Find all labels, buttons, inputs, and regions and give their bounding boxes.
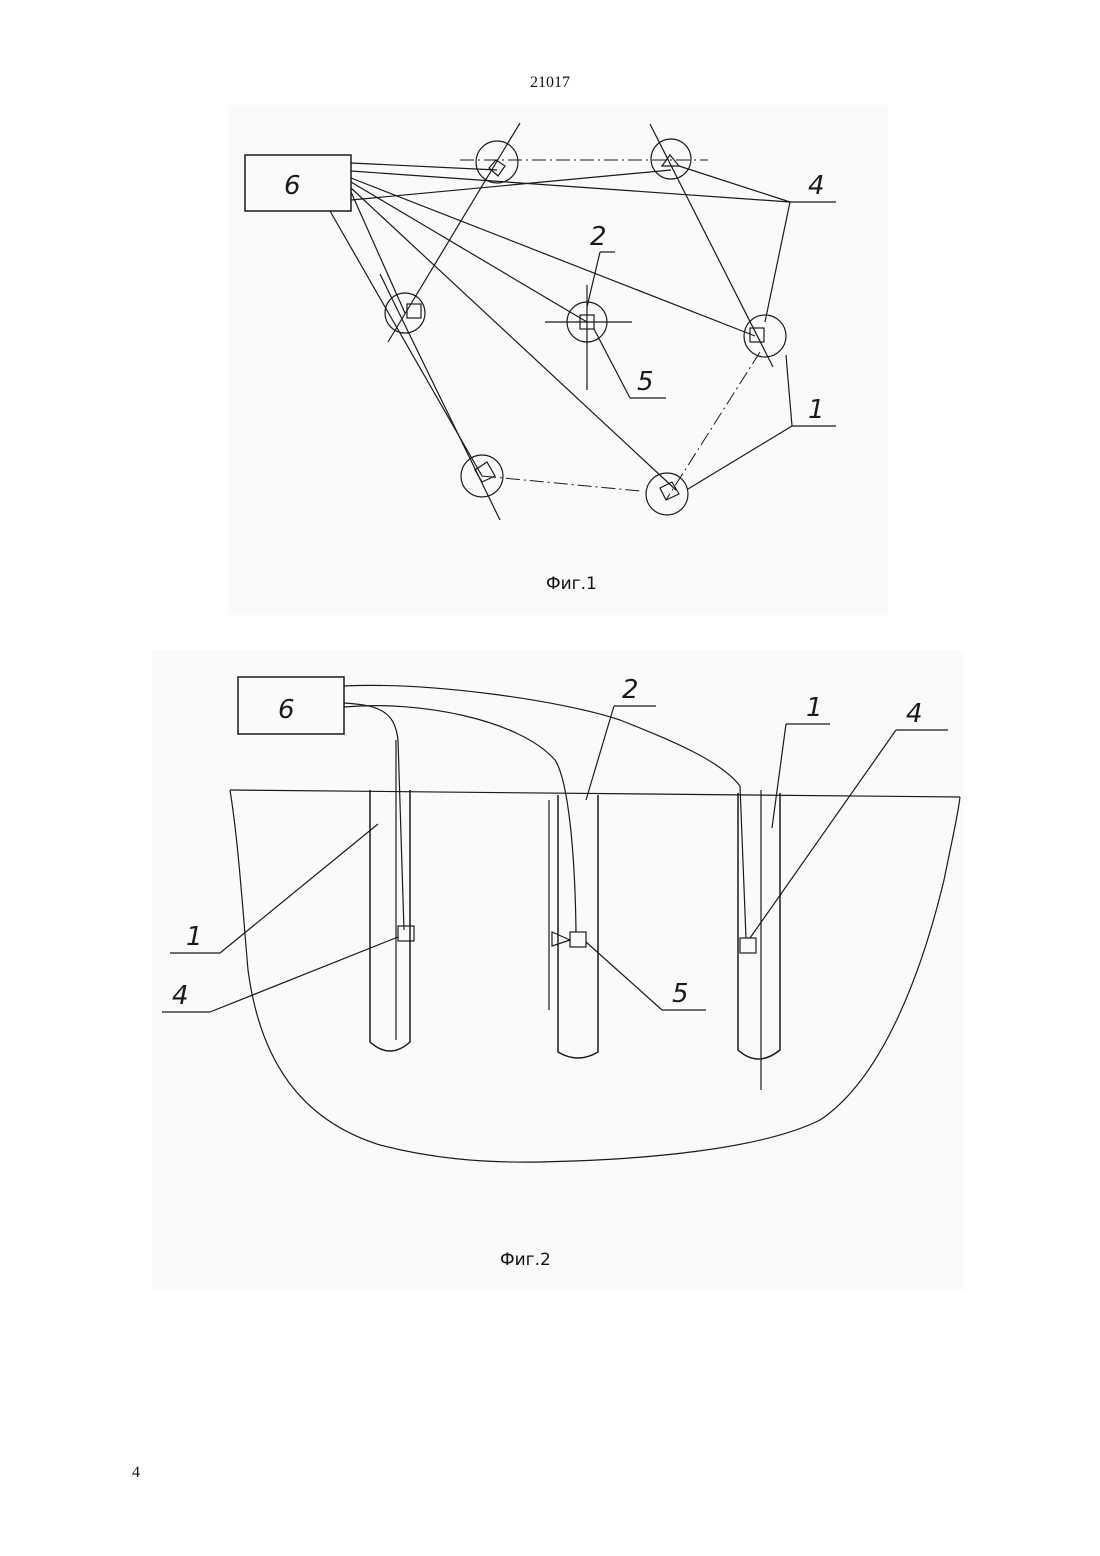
fig2-cable-right: [344, 685, 746, 938]
fig2-soil-outline: [230, 790, 960, 1162]
fig2-label-sensor-left: 4: [172, 981, 189, 1011]
fig2-cable-center: [344, 706, 576, 932]
fig2-sensor-center: [570, 932, 586, 947]
figure-2-caption: Фиг.2: [500, 1250, 551, 1270]
fig2-well-center: [549, 795, 598, 1058]
fig2-label-well-right: 1: [806, 693, 823, 723]
fig2-well-right: [738, 790, 780, 1090]
fig2-label-sensor-right: 4: [906, 699, 923, 729]
fig2-label-center-well: 2: [622, 675, 639, 705]
fig2-well-left: [370, 740, 414, 1051]
fig2-sensor-left: [398, 926, 414, 941]
page-number: 4: [132, 1464, 140, 1482]
fig2-cable-left: [344, 703, 404, 930]
fig2-sensor-right: [740, 938, 756, 953]
fig2-label-controller: 6: [278, 695, 295, 725]
fig2-label-sensor-center: 5: [672, 979, 689, 1009]
fig2-label-well-left: 1: [186, 922, 203, 952]
